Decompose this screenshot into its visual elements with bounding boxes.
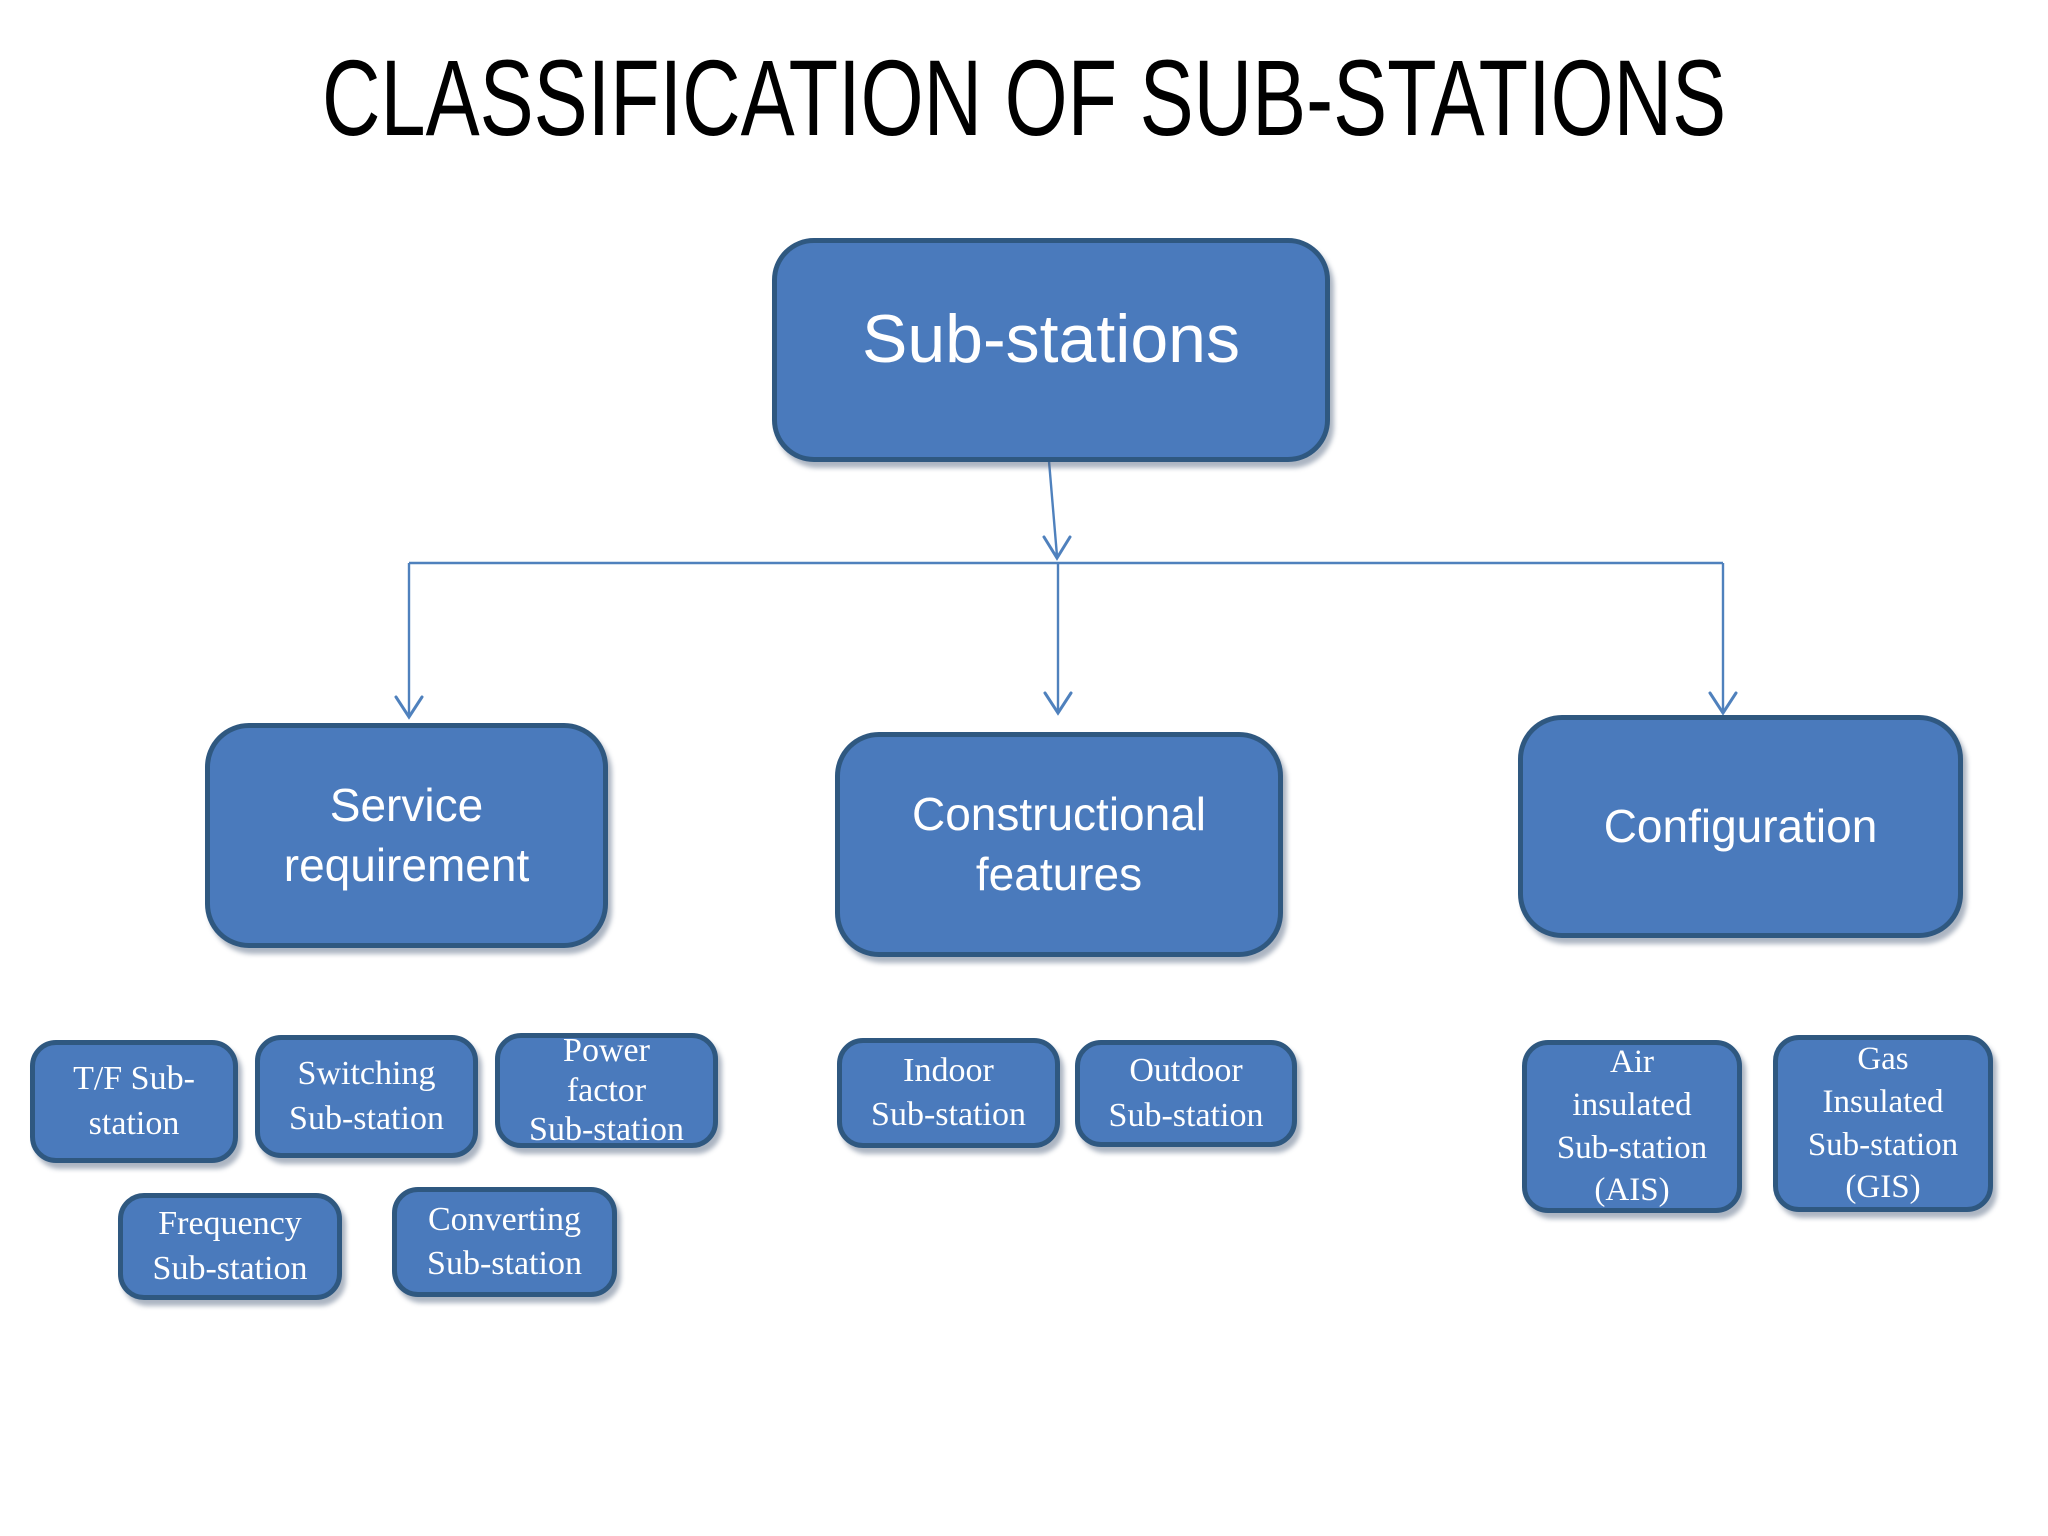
node-air-insulated-sub-station-ais-label: Air insulated Sub-station (AIS) <box>1556 1043 1708 1209</box>
node-power-factor-sub-station: Power factor Sub-station <box>495 1031 718 1149</box>
node-gas-insulated-sub-station-gis-label: Gas Insulated Sub-station (GIS) <box>1807 1040 1959 1206</box>
node-frequency-sub-station-label: Frequency Sub-station <box>152 1205 308 1287</box>
node-switching-sub-station: Switching Sub-station <box>255 1035 478 1158</box>
connector-constructional-arrowhead-icon <box>1043 691 1073 716</box>
node-air-insulated-sub-station-ais: Air insulated Sub-station (AIS) <box>1522 1040 1742 1213</box>
node-tf-sub-station: T/F Sub- station <box>30 1040 238 1163</box>
node-frequency-sub-station: Frequency Sub-station <box>118 1193 342 1300</box>
node-indoor-sub-station-label: Indoor Sub-station <box>871 1051 1026 1133</box>
node-converting-sub-station: Converting Sub-station <box>392 1187 617 1297</box>
node-service-requirement-label: Service requirement <box>283 778 530 891</box>
node-configuration-label: Configuration <box>1603 799 1878 852</box>
connector-configuration-arrowhead-icon <box>1708 691 1738 716</box>
slide-title: CLASSIFICATION OF SUB-STATIONS <box>0 36 2048 160</box>
connector-root-arrowhead-icon <box>1042 535 1072 561</box>
node-switching-sub-station-label: Switching Sub-station <box>289 1055 444 1137</box>
node-tf-sub-station-label: T/F Sub- station <box>73 1060 195 1142</box>
node-outdoor-sub-station-label: Outdoor Sub-station <box>1108 1052 1264 1134</box>
slide-title-text: CLASSIFICATION OF SUB-STATIONS <box>321 37 1727 158</box>
connector-root-shaft <box>1047 460 1059 557</box>
node-sub-stations-label: Sub-stations <box>862 301 1240 377</box>
node-constructional-features: Constructional features <box>835 732 1283 957</box>
node-gas-insulated-sub-station-gis: Gas Insulated Sub-station (GIS) <box>1773 1035 1993 1212</box>
node-converting-sub-station-label: Converting Sub-station <box>427 1200 582 1282</box>
node-constructional-features-label: Constructional features <box>911 787 1207 900</box>
node-configuration: Configuration <box>1518 715 1963 938</box>
node-indoor-sub-station: Indoor Sub-station <box>837 1038 1060 1148</box>
node-outdoor-sub-station: Outdoor Sub-station <box>1075 1040 1297 1147</box>
node-service-requirement: Service requirement <box>205 723 608 948</box>
node-power-factor-sub-station-label: Power factor Sub-station <box>529 1031 684 1149</box>
node-sub-stations: Sub-stations <box>772 238 1330 462</box>
connector-service-arrowhead-icon <box>394 695 424 720</box>
